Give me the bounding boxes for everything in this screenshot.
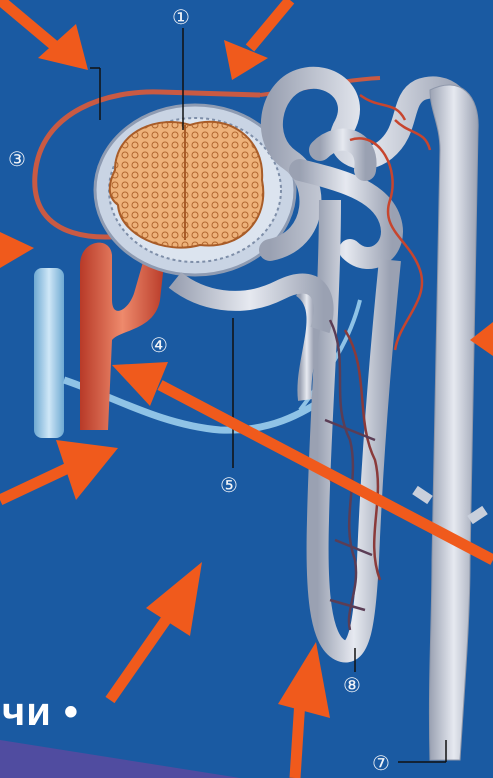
corner-band	[0, 740, 240, 778]
descending-limb	[318, 200, 390, 652]
arrow-top-left-head	[38, 24, 88, 70]
arrow-bottom	[295, 700, 300, 778]
label-1: ①	[172, 5, 190, 29]
arrow-bottom-head	[278, 642, 330, 718]
renal-vein	[34, 268, 64, 438]
label-4: ④	[150, 333, 168, 357]
arrow-left-mid	[0, 232, 34, 268]
glomerulus	[110, 122, 264, 248]
label-3: ③	[8, 147, 26, 171]
caption-text: чи •	[2, 690, 79, 735]
arrow-lower-center	[110, 614, 170, 700]
arrow-lower-left	[0, 468, 68, 500]
arrow-top-center	[250, 0, 290, 48]
arrow-lower-center-head	[146, 562, 202, 636]
collecting-duct	[429, 85, 478, 760]
arrow-top-left	[0, 0, 62, 52]
thin-loop-segment	[175, 280, 324, 330]
arrow-top-center-head	[224, 40, 268, 80]
label-8: ⑧	[343, 673, 361, 697]
label-5: ⑤	[220, 473, 238, 497]
label-7: ⑦	[372, 751, 390, 775]
loop-of-henle	[300, 290, 314, 400]
